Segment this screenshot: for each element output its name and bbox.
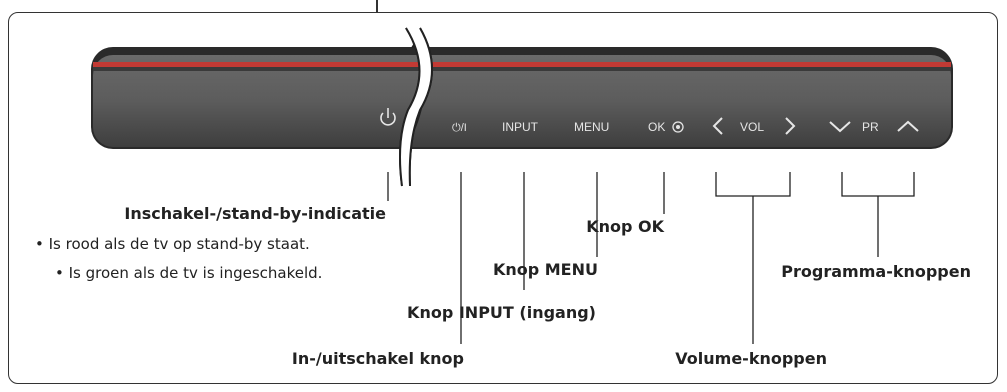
tv-front-panel	[91, 47, 953, 149]
input-button-label: Knop INPUT (ingang)	[407, 303, 596, 322]
menu-button[interactable]: MENU	[574, 120, 609, 134]
chevron-right-icon[interactable]	[785, 117, 796, 135]
chevron-down-icon[interactable]	[829, 121, 851, 133]
power-switch-glyph: ⏻/I	[452, 122, 467, 134]
bracket-program	[841, 172, 915, 197]
power-indicator-icon	[380, 108, 396, 126]
note-on: • Is groen als de tv is ingeschakeld.	[55, 264, 323, 282]
pr-label: PR	[862, 120, 879, 134]
program-buttons-label: Programma-knoppen	[781, 262, 971, 281]
vol-label: VOL	[740, 120, 764, 134]
ok-button[interactable]: OK	[648, 120, 665, 134]
leader-lines	[387, 172, 915, 344]
power-switch-label: In-/uitschakel knop	[291, 349, 464, 368]
power-indicator-label: Inschakel-/stand-by-indicatie	[124, 204, 386, 223]
ok-button-label: Knop OK	[586, 217, 664, 236]
chevron-left-icon[interactable]	[712, 117, 723, 135]
top-divider	[376, 0, 378, 12]
menu-button-label: Knop MENU	[492, 260, 598, 279]
panel-break-lines	[399, 27, 433, 187]
chevron-up-icon[interactable]	[897, 120, 919, 132]
diagram-frame	[8, 12, 998, 384]
bracket-volume	[715, 172, 791, 197]
input-button[interactable]: INPUT	[502, 120, 539, 134]
note-standby: • Is rood als de tv op stand-by staat.	[35, 235, 310, 253]
ok-target-icon	[672, 121, 684, 133]
volume-buttons-label: Volume-knoppen	[675, 349, 827, 368]
